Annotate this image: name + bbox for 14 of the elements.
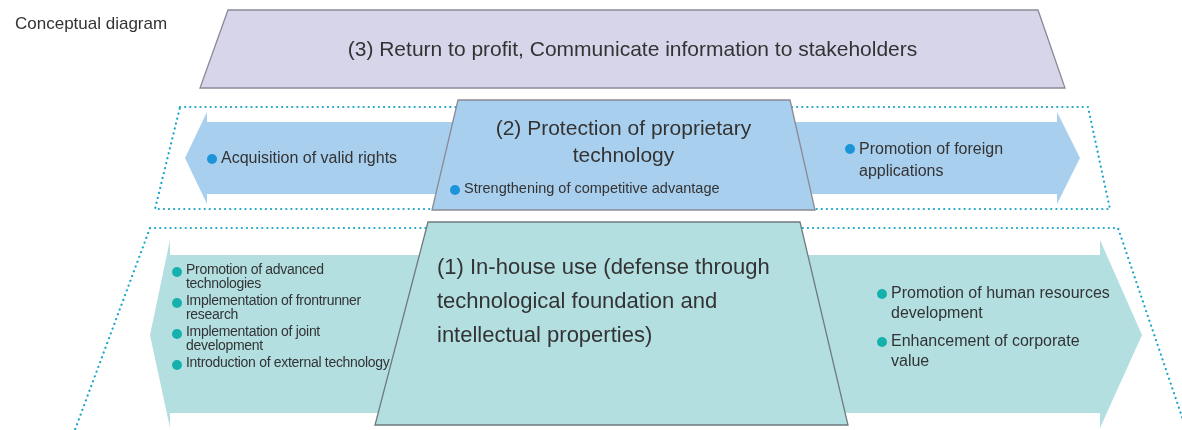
- bullet-text: Promotion of foreign applications: [845, 138, 1030, 183]
- bullet-text: Acquisition of valid rights: [207, 148, 447, 168]
- bullet-text: Strengthening of competitive advantage: [450, 180, 810, 198]
- bullet-text: Enhancement of corporate value: [877, 331, 1117, 371]
- bullet-text: Promotion of advanced technologies: [172, 262, 397, 290]
- trapezoid-box: [200, 10, 1065, 88]
- heading-text: (3) Return to profit, Communicate information to stakeholders: [346, 36, 919, 62]
- bullet-text: Implementation of joint development: [172, 324, 397, 352]
- diagram-label: Conceptual diagram: [15, 14, 168, 34]
- heading-text: (2) Protection of proprietary technology: [494, 115, 753, 169]
- heading-text: (1) In-house use (defense through technological foundation and intellectual properties): [437, 253, 771, 350]
- trapezoid-box: [432, 100, 815, 210]
- bullet-text: Promotion of human resources development: [877, 283, 1117, 323]
- bullet-text: Implementation of frontrunner research: [172, 293, 397, 321]
